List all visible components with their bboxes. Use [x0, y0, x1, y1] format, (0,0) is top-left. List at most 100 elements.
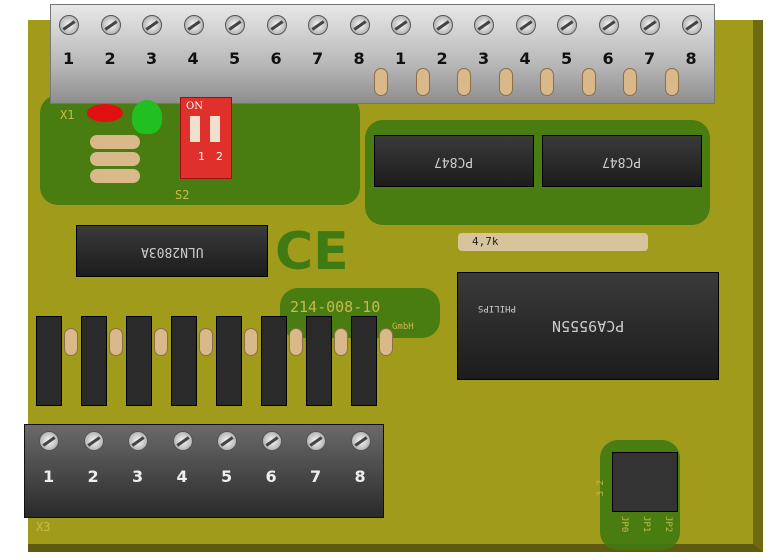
resistor	[109, 328, 123, 356]
terminal-number: 8	[354, 467, 366, 486]
resistor	[664, 68, 679, 96]
terminal-number: 1	[63, 49, 75, 68]
terminal-number: 1	[395, 49, 407, 68]
x1-label: X1	[60, 108, 75, 122]
resistor	[64, 328, 78, 356]
x3-label: X3	[36, 520, 51, 534]
terminal-number: 3	[132, 467, 144, 486]
terminal-screw[interactable]	[308, 15, 328, 35]
terminal-number: 4	[187, 49, 199, 68]
terminal-number: 8	[685, 49, 697, 68]
mosfet	[36, 316, 62, 406]
terminal-screw[interactable]	[681, 15, 702, 35]
resistor	[581, 68, 596, 96]
dip-toggle-1[interactable]	[190, 116, 200, 142]
ce-mark: CE	[275, 222, 349, 282]
uln2803a-chip: ULN2803A	[76, 225, 268, 277]
terminal-screw[interactable]	[515, 15, 536, 35]
terminal-screw[interactable]	[183, 15, 204, 35]
dip-toggle-2[interactable]	[210, 116, 220, 142]
resistor	[244, 328, 258, 356]
bottom-terminal-block: 1 2 3 4 5 6 7 8	[24, 424, 384, 518]
terminal-screw[interactable]	[225, 15, 245, 35]
pca9555n-chip: PCA9555N PHILIPS	[457, 272, 719, 380]
terminal-number: 7	[310, 467, 322, 486]
dip-pos-2: 2	[216, 150, 223, 163]
terminal-screw[interactable]	[172, 431, 193, 451]
dip-switch[interactable]: ON 1 2	[180, 97, 232, 179]
dip-on-label: ON	[186, 101, 203, 112]
mosfet	[216, 316, 242, 406]
terminal-number: 2	[436, 49, 448, 68]
terminal-screw[interactable]	[598, 15, 619, 35]
jp1-label: JP1	[641, 516, 651, 533]
philips-logo: PHILIPS	[478, 303, 516, 313]
terminal-number: 8	[353, 49, 365, 68]
resistor	[154, 328, 168, 356]
pc847-chip-1: PC847	[374, 135, 534, 187]
terminal-screw[interactable]	[432, 15, 453, 35]
mosfet	[171, 316, 197, 406]
resistor	[334, 328, 348, 356]
jumper-header[interactable]	[612, 452, 678, 512]
resistor	[540, 68, 554, 96]
mosfet	[306, 316, 332, 406]
resistor	[623, 68, 637, 96]
mosfet	[351, 316, 377, 406]
terminal-screw[interactable]	[261, 431, 282, 451]
resistor	[90, 169, 140, 183]
terminal-number: 4	[519, 49, 531, 68]
resistor	[374, 68, 388, 96]
jp0-label: JP0	[619, 516, 629, 533]
terminal-screw[interactable]	[266, 15, 287, 35]
red-led	[87, 104, 123, 122]
terminal-number: 2	[104, 49, 116, 68]
terminal-screw[interactable]	[640, 15, 660, 35]
s2-label: S2	[175, 188, 190, 202]
resistor	[199, 328, 213, 356]
terminal-screw[interactable]	[349, 15, 370, 35]
terminal-number: 6	[602, 49, 614, 68]
terminal-number: 2	[87, 467, 99, 486]
green-led	[132, 100, 162, 134]
resistor-network: 4,7k	[458, 233, 648, 251]
terminal-number: 5	[229, 49, 241, 68]
resistor	[379, 328, 393, 356]
terminal-number: 7	[644, 49, 656, 68]
terminal-number: 1	[43, 467, 55, 486]
terminal-screw[interactable]	[391, 15, 411, 35]
dip-pos-1: 1	[198, 150, 205, 163]
terminal-number: 5	[561, 49, 573, 68]
resistor	[415, 68, 430, 96]
terminal-number: 5	[221, 467, 233, 486]
terminal-screw[interactable]	[557, 15, 577, 35]
mosfet	[261, 316, 287, 406]
terminal-number: 6	[270, 49, 282, 68]
company-label: GmbH	[392, 322, 414, 332]
terminal-screw[interactable]	[83, 431, 104, 451]
terminal-screw[interactable]	[59, 15, 79, 35]
terminal-screw[interactable]	[306, 431, 326, 451]
terminal-number: 6	[265, 467, 277, 486]
board-id: 214-008-10	[290, 298, 381, 316]
jumper-pin-labels: 3 2	[596, 480, 606, 497]
pc847-chip-2: PC847	[542, 135, 702, 187]
terminal-screw[interactable]	[350, 431, 371, 451]
terminal-screw[interactable]	[217, 431, 237, 451]
terminal-number: 7	[312, 49, 324, 68]
terminal-number: 3	[478, 49, 490, 68]
resistor	[457, 68, 471, 96]
resistor	[90, 135, 140, 149]
terminal-screw[interactable]	[474, 15, 494, 35]
mosfet	[126, 316, 152, 406]
terminal-screw[interactable]	[39, 431, 59, 451]
mosfet	[81, 316, 107, 406]
resistor	[498, 68, 513, 96]
terminal-number: 3	[146, 49, 158, 68]
terminal-screw[interactable]	[128, 431, 148, 451]
resistor	[289, 328, 303, 356]
resistor	[90, 152, 140, 166]
terminal-number: 4	[176, 467, 188, 486]
terminal-screw[interactable]	[100, 15, 121, 35]
terminal-screw[interactable]	[142, 15, 162, 35]
